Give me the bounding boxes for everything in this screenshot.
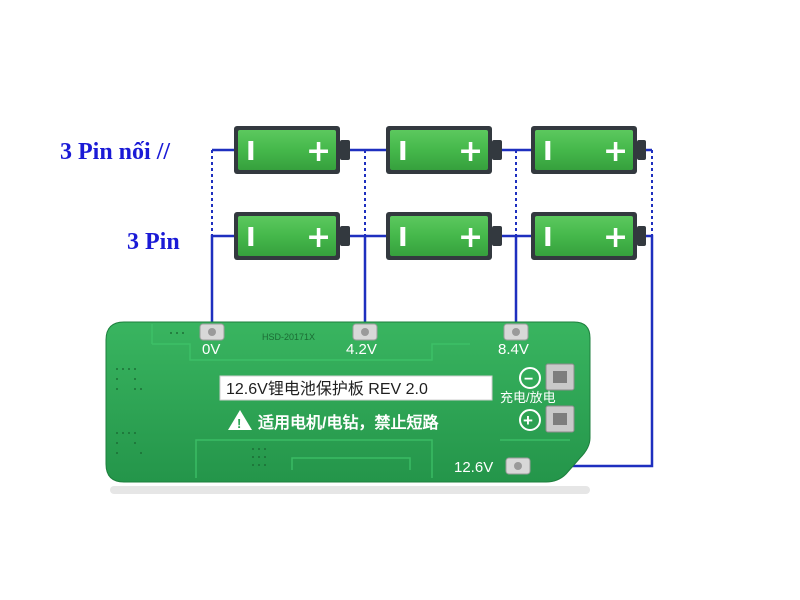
plus-terminal-icon: + <box>603 220 628 255</box>
label-bottom-row: 3 Pin <box>127 229 180 255</box>
silkscreen-code: HSD-20171X <box>262 332 315 342</box>
battery-cell-top-2: I + <box>386 126 502 174</box>
pad-4v2: 4.2V <box>346 323 378 358</box>
battery-cell-bottom-3: I + <box>531 212 646 260</box>
bottom-row-wires <box>210 234 654 468</box>
minus-terminal-icon: I <box>543 137 553 167</box>
minus-terminal-icon: I <box>246 137 256 167</box>
minus-terminal-icon: I <box>398 223 408 253</box>
label-parallel-row: 3 Pin nối // <box>60 139 170 165</box>
charge-discharge-label: 充电/放电 <box>500 390 556 405</box>
svg-text:!: ! <box>237 416 241 431</box>
board-title-plate <box>219 375 493 401</box>
parallel-links <box>211 150 653 236</box>
plus-terminal-icon: + <box>458 134 483 169</box>
plus-icon <box>519 409 541 431</box>
plus-symbol: + <box>523 411 533 430</box>
minus-terminal-icon: I <box>398 137 408 167</box>
minus-symbol: − <box>524 371 533 388</box>
warning-icon <box>228 410 252 430</box>
battery-cell-bottom-2: I + <box>386 212 502 260</box>
pad-label-0v: 0V <box>202 341 220 358</box>
plus-terminal-icon: + <box>603 134 628 169</box>
plus-terminal-icon: + <box>458 220 483 255</box>
plus-terminal-icon: + <box>306 220 331 255</box>
plus-terminal-icon: + <box>306 134 331 169</box>
battery-cell-top-3: I + <box>531 126 646 174</box>
protection-board: 0V 4.2V 8.4V 12.6V HSD-20171X 12.6V锂电池保护… <box>105 321 591 494</box>
minus-terminal-icon: I <box>246 223 256 253</box>
minus-terminal-icon: I <box>543 223 553 253</box>
pad-label-8v4: 8.4V <box>498 341 529 358</box>
board-title: 12.6V锂电池保护板 REV 2.0 <box>226 380 428 398</box>
pad-0v: 0V <box>199 323 225 358</box>
warning-text: 适用电机/电钻，禁止短路 <box>258 413 439 432</box>
pad-label-12v6: 12.6V <box>454 459 493 476</box>
minus-icon <box>519 367 541 389</box>
pad-8v4: 8.4V <box>498 323 529 358</box>
pad-12v6: 12.6V <box>454 457 531 476</box>
battery-cell-top-1: I + <box>234 126 350 174</box>
pad-label-4v2: 4.2V <box>346 341 377 358</box>
battery-cell-bottom-1: I + <box>234 212 350 260</box>
